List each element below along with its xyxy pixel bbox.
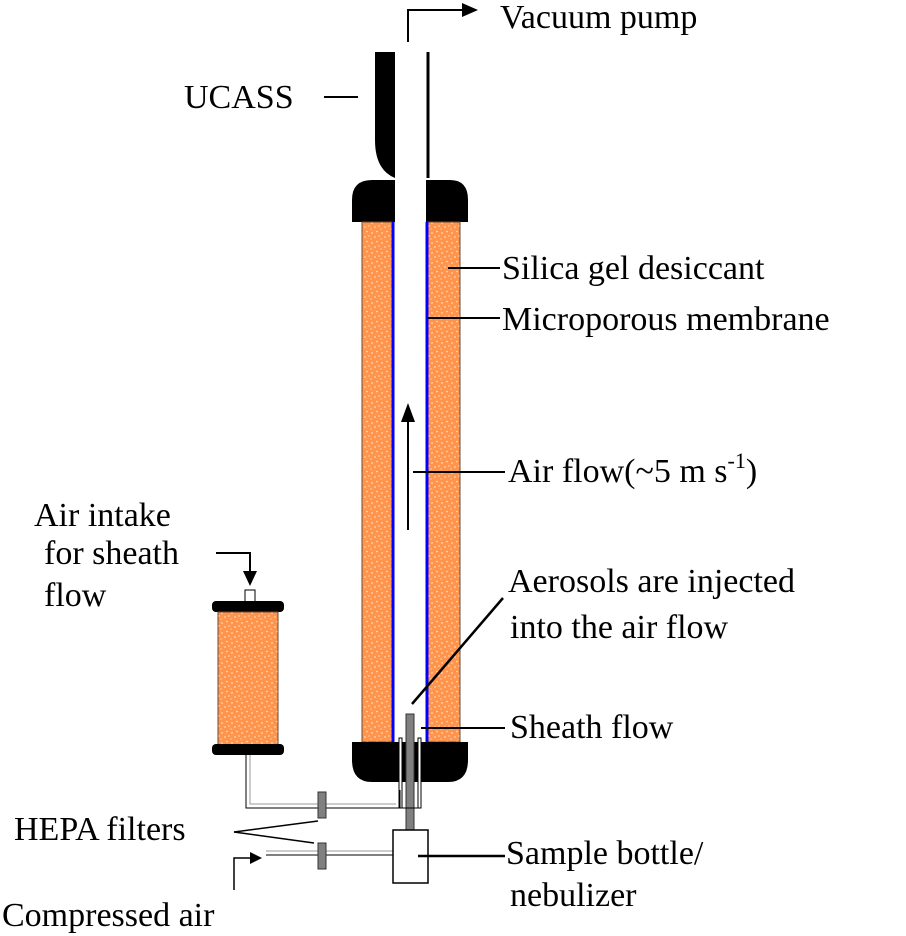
air-intake-arrow — [216, 552, 257, 586]
compressed-air-arrow — [233, 852, 262, 890]
membrane-label: Microporous membrane — [502, 301, 830, 338]
silica-gel-label: Silica gel desiccant — [502, 250, 765, 287]
hepa-leaders — [233, 820, 319, 844]
compressed-air-pipe — [266, 850, 393, 856]
ucass-label: UCASS — [184, 79, 294, 116]
sample-bottle-label-line1: Sample bottle/ — [506, 835, 704, 872]
air-intake-label-line3: flow — [44, 577, 107, 614]
aerosols-label-line2: into the air flow — [510, 609, 729, 646]
sheath-flow-label: Sheath flow — [510, 709, 674, 746]
top-cap — [352, 180, 468, 222]
air-intake-label-line2: for sheath — [44, 535, 179, 572]
air-flow-arrow — [401, 403, 415, 530]
vacuum-pump-arrow — [407, 3, 478, 42]
ucass-probe — [375, 52, 430, 178]
desiccant-right — [427, 221, 461, 743]
air-intake-label-line1: Air intake — [34, 497, 171, 534]
compressed-air-label: Compressed air — [2, 897, 215, 934]
hepa-filter-1 — [317, 791, 327, 819]
injector-tube — [405, 713, 415, 831]
sheath-dryer — [212, 589, 284, 755]
aerosols-label-line1: Aerosols are injected — [508, 563, 795, 600]
desiccant-left — [361, 221, 393, 743]
aerosols-leader — [411, 597, 504, 705]
sample-bottle-label-line2: nebulizer — [510, 877, 637, 914]
vacuum-pump-label: Vacuum pump — [500, 0, 697, 36]
hepa-filters-label: HEPA filters — [14, 811, 186, 848]
air-flow-label: Air flow(~5 m s-1) — [508, 448, 757, 490]
hepa-filter-2 — [317, 842, 327, 870]
